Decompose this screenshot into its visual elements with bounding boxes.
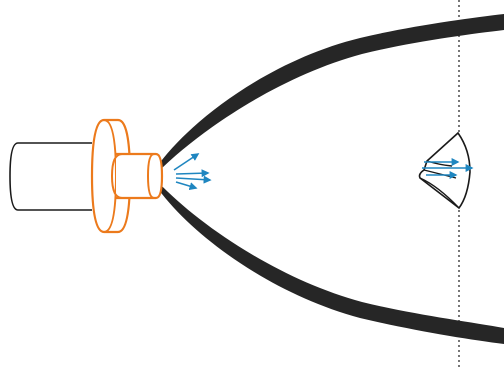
emitted-ray-arrows: [173, 153, 212, 190]
ray-arrow: [175, 175, 212, 184]
socket-flange: [90, 118, 164, 234]
lamp-housing-cylinder: [9, 142, 92, 211]
reflected-ray-arrows: [422, 158, 474, 179]
socket-neck: [116, 152, 164, 200]
socket-neck-edge: [146, 153, 155, 199]
cone-outline: [418, 131, 471, 210]
ray-arrow: [175, 181, 198, 190]
ray-arrow: [175, 169, 210, 178]
cone-receiver: [418, 131, 471, 210]
reflector-upper-wall: [156, 14, 504, 172]
reflector-lower-wall: [156, 182, 504, 344]
socket-neck-left-edge: [110, 153, 123, 199]
ray-arrow: [173, 153, 200, 171]
